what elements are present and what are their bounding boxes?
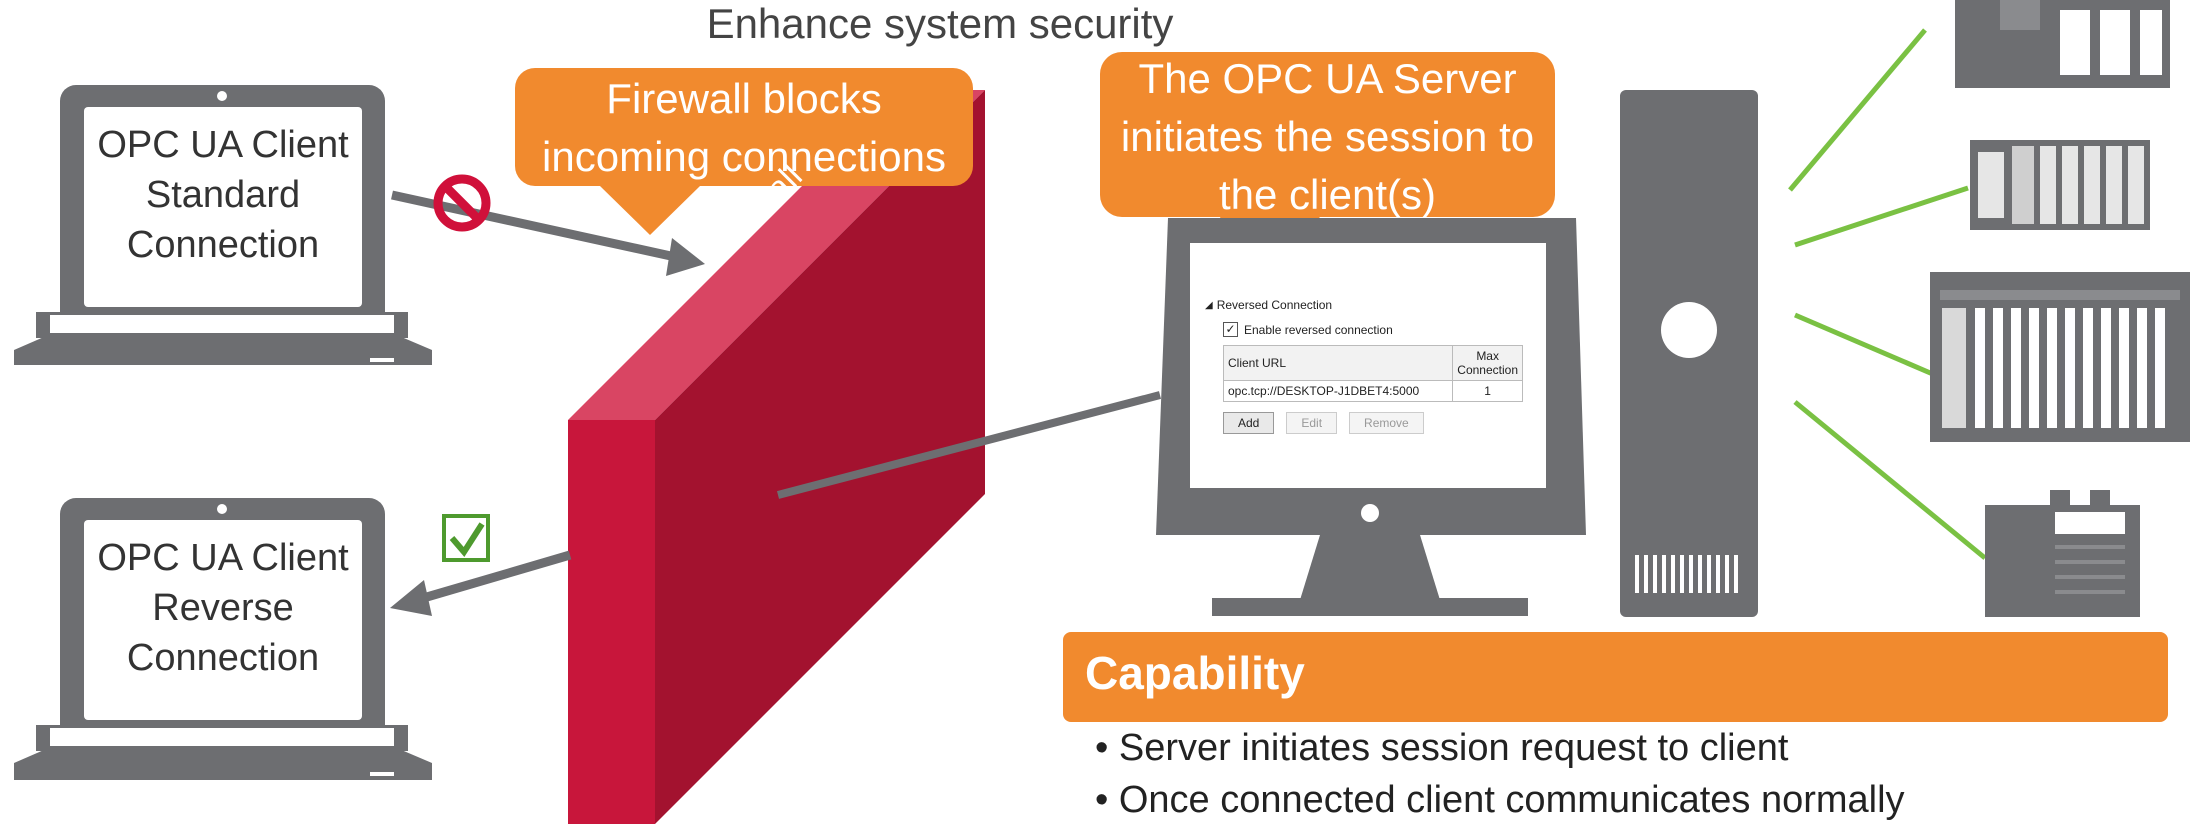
device-io-module — [1970, 140, 2150, 230]
list-item: • Server initiates session request to cl… — [1095, 727, 1789, 769]
laptop-label-line: Reverse — [152, 587, 294, 629]
client-url-table: Client URL Max Connection opc.tcp://DESK… — [1222, 345, 1523, 402]
device-rack — [1930, 272, 2190, 442]
server-callout-text: The OPC UA Server initiates the session … — [1100, 50, 1555, 224]
column-max-connection: Max Connection — [1452, 345, 1523, 381]
section-header: ◢ Reversed Connection — [1205, 298, 1545, 312]
remove-button[interactable]: Remove — [1349, 412, 1424, 434]
edit-button[interactable]: Edit — [1286, 412, 1338, 434]
page-title: Enhance system security — [706, 0, 1174, 47]
capability-title: Capability — [1085, 647, 1305, 699]
laptop-label-line: Standard — [145, 174, 301, 216]
callout-line: initiates the session to — [1120, 113, 1535, 160]
capability-bar — [1063, 632, 2168, 722]
laptop-label-line: OPC UA Client — [97, 124, 349, 166]
device-controller — [1985, 490, 2140, 617]
laptop-reverse — [14, 498, 432, 780]
enable-reversed-checkbox[interactable]: ✓ — [1223, 322, 1238, 337]
collapse-triangle-icon[interactable]: ◢ — [1205, 299, 1213, 311]
callout-line: the client(s) — [1218, 171, 1437, 218]
enable-row: ✓ Enable reversed connection — [1223, 322, 1545, 337]
client-url-cell[interactable]: opc.tcp://DESKTOP-J1DBET4:5000 — [1222, 380, 1454, 402]
enable-reversed-label: Enable reversed connection — [1244, 322, 1393, 337]
laptop-label-line: Connection — [126, 637, 320, 679]
laptop-standard-label: OPC UA Client Standard Connection — [84, 120, 362, 270]
callout-line: The OPC UA Server — [1138, 55, 1517, 102]
device-links — [1788, 28, 1987, 560]
laptop-standard — [14, 85, 432, 365]
server-connection-line — [776, 391, 1162, 499]
server-tower — [1620, 90, 1758, 617]
section-title: Reversed Connection — [1216, 298, 1333, 312]
laptop-label-line: OPC UA Client — [97, 537, 349, 579]
device-plc-top — [1955, 0, 2170, 88]
list-item: • Once connected client communicates nor… — [1095, 779, 1905, 821]
blocked-icon — [433, 174, 491, 232]
table-buttons: Add Edit Remove — [1223, 412, 1545, 434]
firewall-callout-bubble — [515, 68, 973, 235]
capability-bullets: • Server initiates session request to cl… — [1095, 722, 1905, 826]
callout-line: Firewall blocks — [606, 75, 882, 122]
column-client-url: Client URL — [1222, 345, 1454, 381]
max-connection-cell[interactable]: 1 — [1452, 380, 1523, 402]
reverse-arrow — [390, 550, 572, 616]
laptop-label-line: Connection — [126, 224, 320, 266]
add-button[interactable]: Add — [1223, 412, 1275, 434]
laptop-reverse-label: OPC UA Client Reverse Connection — [84, 533, 362, 683]
table-row[interactable]: opc.tcp://DESKTOP-J1DBET4:5000 1 — [1222, 380, 1523, 402]
firewall-callout-text: Firewall blocks incoming connections — [515, 70, 973, 186]
checkbox-checked-icon — [442, 514, 490, 562]
reversed-connection-panel: ◢ Reversed Connection ✓ Enable reversed … — [1205, 298, 1545, 434]
table-header-row: Client URL Max Connection — [1222, 345, 1523, 381]
callout-line: incoming connections — [542, 133, 946, 180]
